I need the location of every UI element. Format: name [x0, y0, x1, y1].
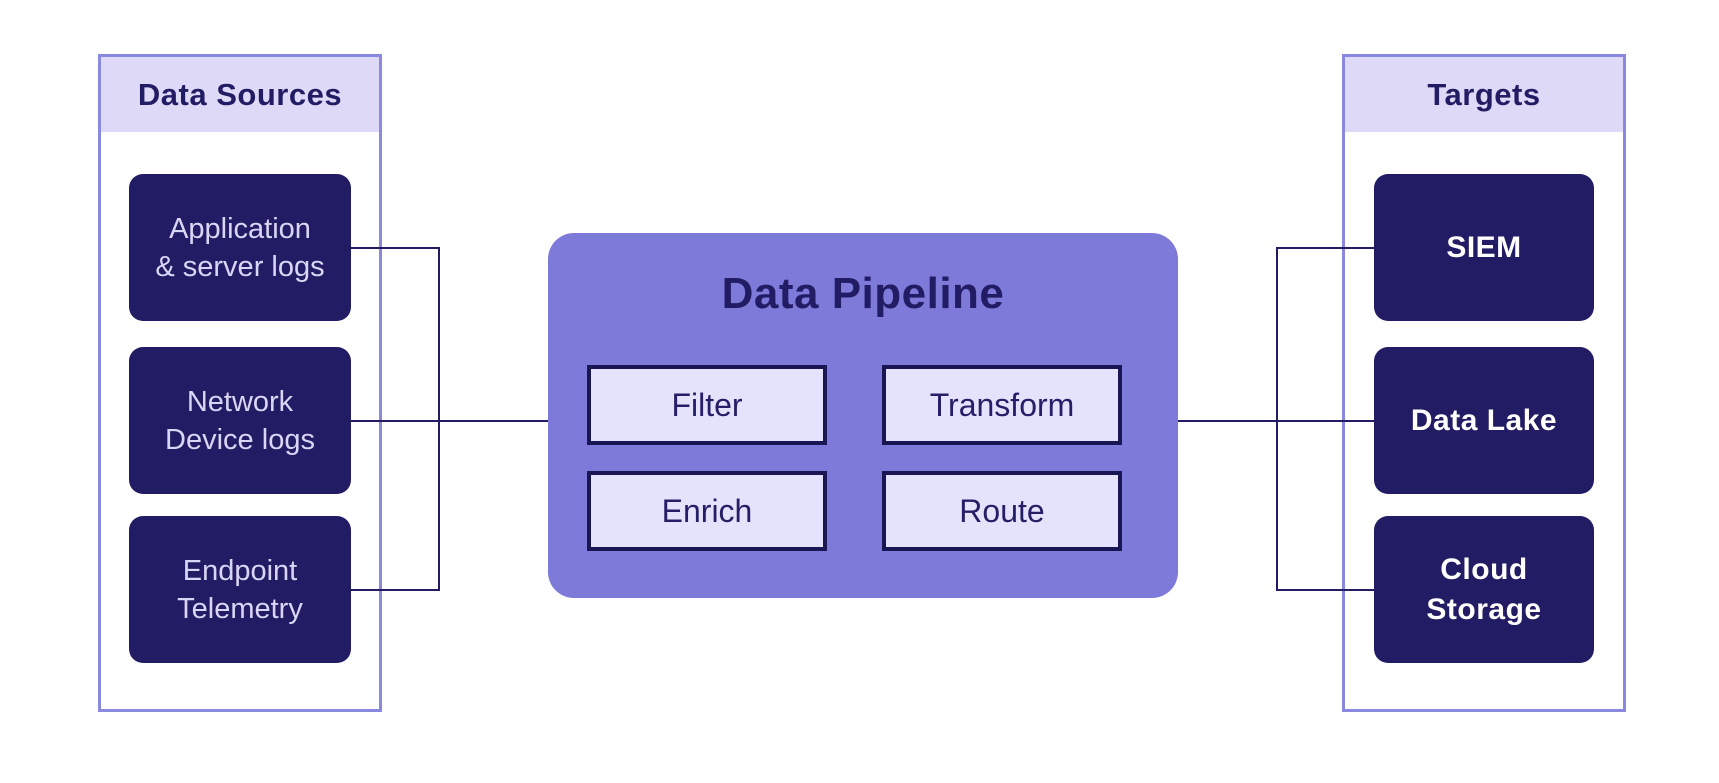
- stage-transform: Transform: [882, 365, 1122, 445]
- source-label-line: Network: [186, 385, 294, 418]
- connector-sources-to-pipeline: [351, 420, 548, 422]
- connector-source1-stub: [351, 247, 439, 249]
- source-label-line: Endpoint: [182, 554, 298, 587]
- targets-header: Targets: [1345, 57, 1623, 132]
- connector-source3-stub: [351, 589, 439, 591]
- stage-filter: Filter: [587, 365, 827, 445]
- connector-target1-stub: [1277, 247, 1375, 249]
- source-label-line: Telemetry: [177, 592, 303, 625]
- data-sources-header: Data Sources: [101, 57, 379, 132]
- stage-route: Route: [882, 471, 1122, 551]
- target-cloud-storage: Cloud Storage: [1374, 516, 1594, 663]
- data-pipeline-title: Data Pipeline: [721, 269, 1005, 318]
- targets-title: Targets: [1427, 76, 1541, 112]
- source-application-server-logs: Application & server logs: [129, 174, 351, 321]
- target-label-line: SIEM: [1446, 230, 1522, 264]
- source-label-line: Application: [169, 212, 311, 245]
- data-sources-title: Data Sources: [137, 76, 343, 112]
- stage-enrich: Enrich: [587, 471, 827, 551]
- target-label-line: Storage: [1426, 592, 1542, 626]
- source-network-device-logs: Network Device logs: [129, 347, 351, 494]
- target-label-line: Data Lake: [1410, 403, 1558, 437]
- target-data-lake: Data Lake: [1374, 347, 1594, 494]
- source-label-line: & server logs: [155, 250, 325, 283]
- connector-target3-stub: [1277, 589, 1375, 591]
- target-label-line: Cloud: [1440, 552, 1528, 586]
- source-label-line: Device logs: [165, 423, 315, 456]
- target-siem: SIEM: [1374, 174, 1594, 321]
- connector-left-bus: [438, 247, 440, 591]
- source-endpoint-telemetry: Endpoint Telemetry: [129, 516, 351, 663]
- connector-right-bus: [1276, 247, 1278, 591]
- data-pipeline-box: Data Pipeline Filter Transform Enrich Ro…: [548, 233, 1178, 598]
